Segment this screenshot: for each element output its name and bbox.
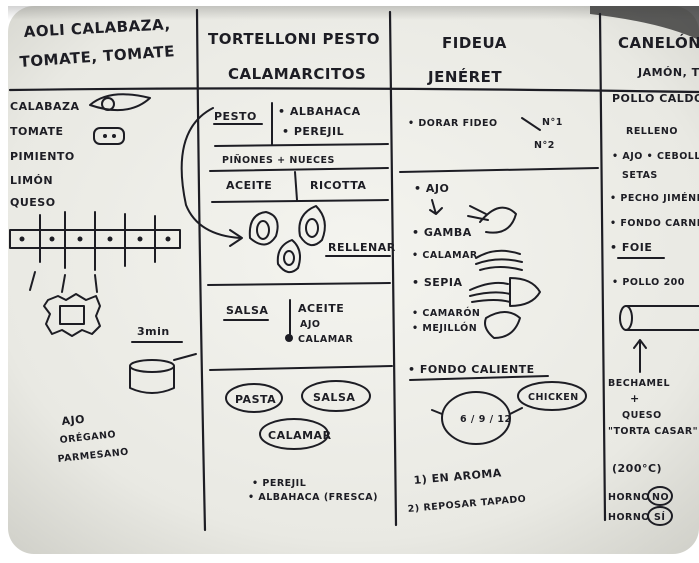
col4-title-line2: JAMÓN, TRUFA bbox=[637, 66, 699, 79]
ricotta-label: RICOTTA bbox=[310, 179, 366, 192]
pesto-item: • ALBAHACA bbox=[278, 105, 361, 118]
col1-list-item: QUESO bbox=[10, 196, 56, 209]
column-3: FIDEUA JENÉRET • DORAR FIDEO N°1 N°2 • A… bbox=[399, 34, 599, 515]
dorar-text: • DORAR FIDEO bbox=[408, 118, 498, 129]
pan-sketch bbox=[129, 353, 197, 394]
pinones-text: PIÑONES + NUECES bbox=[222, 155, 335, 166]
col2-title-line1: TORTELLONI PESTO bbox=[208, 30, 380, 48]
n1-label: N°1 bbox=[542, 117, 563, 128]
col3-title-line1: FIDEUA bbox=[442, 34, 507, 52]
col3-ingredient: • SEPIA bbox=[412, 276, 462, 289]
col4-title-line3: POLLO CALDO bbox=[612, 92, 699, 105]
col2-title-line2: CALAMARCITOS bbox=[228, 65, 366, 83]
bechamel-label: BECHAMEL bbox=[608, 378, 670, 389]
col1-list-item: TOMATE bbox=[10, 125, 63, 138]
col1-time-label: 3min bbox=[137, 325, 170, 338]
pesto-item: • PEREJIL bbox=[282, 125, 344, 138]
col3-ingredient: • GAMBA bbox=[412, 226, 472, 239]
salsa-label: SALSA bbox=[226, 304, 268, 317]
queso-label: QUESO bbox=[622, 410, 662, 421]
pasta-strip-sketch bbox=[9, 211, 181, 293]
column-2: TORTELLONI PESTO CALAMARCITOS PESTO • AL… bbox=[180, 30, 396, 503]
relleno-label: RELLENO bbox=[626, 126, 678, 137]
rellenar-label: RELLENAR bbox=[328, 241, 396, 254]
col1-note: ORÉGANO bbox=[59, 428, 117, 446]
col3-ingredient: • CALAMAR bbox=[412, 250, 478, 261]
temp-label: (200°C) bbox=[612, 462, 662, 475]
torta-label: "TORTA CASAR" bbox=[608, 426, 698, 437]
salsa-item: ACEITE bbox=[298, 302, 344, 315]
col4-item: • POLLO 200 bbox=[612, 277, 685, 288]
col4-item: • FOIE bbox=[610, 241, 652, 254]
tortelloni-sketch bbox=[248, 205, 326, 274]
horno-label: HORNO bbox=[608, 492, 650, 503]
column-dividers bbox=[8, 8, 699, 532]
chicken-bubble: CHICKEN bbox=[528, 392, 579, 403]
cannelloni-sketch bbox=[619, 305, 699, 373]
horno-label: HORNO bbox=[608, 512, 650, 523]
col3-ingredient: • MEJILLÓN bbox=[412, 322, 477, 334]
seafood-sketches bbox=[467, 205, 541, 339]
no-label: NO bbox=[652, 492, 669, 503]
paella-sketch bbox=[431, 391, 523, 445]
salsa-item: CALAMAR bbox=[298, 334, 354, 345]
col1-note: AJO bbox=[61, 413, 86, 428]
ravioli-sketch bbox=[43, 293, 101, 337]
col4-item: • AJO • CEBOLLA bbox=[612, 151, 699, 162]
si-label: SÍ bbox=[654, 511, 665, 523]
column-4: CANELÓN JAMÓN, TRUFA POLLO CALDO RELLENO… bbox=[608, 33, 699, 526]
col1-list-item: PIMIENTO bbox=[10, 150, 75, 163]
col2-bottom-note: • PEREJIL bbox=[252, 478, 306, 489]
bubble-calamar: CALAMAR bbox=[268, 429, 332, 442]
col4-title-line1: CANELÓN bbox=[618, 33, 699, 52]
col1-list-item: CALABAZA bbox=[10, 100, 80, 113]
salsa-item: AJO bbox=[300, 319, 320, 330]
col4-item: SETAS bbox=[622, 170, 658, 181]
col4-item: • PECHO JIMÉNEZ bbox=[610, 192, 699, 204]
pesto-label: PESTO bbox=[214, 110, 257, 123]
col2-bottom-note: • ALBAHACA (FRESCA) bbox=[248, 492, 378, 503]
col1-list-item: LIMÓN bbox=[10, 174, 53, 187]
col4-item: • FONDO CARNE bbox=[610, 218, 699, 229]
cheese-sketch bbox=[93, 127, 125, 145]
plus-sign: + bbox=[630, 392, 640, 405]
col3-ingredient: • AJO bbox=[414, 182, 449, 195]
pasta-arrow bbox=[180, 107, 241, 239]
bubble-pasta: PASTA bbox=[235, 393, 276, 406]
n2-label: N°2 bbox=[534, 140, 555, 151]
aceite-label: ACEITE bbox=[226, 179, 272, 192]
col3-title-line2: JENÉRET bbox=[427, 67, 502, 86]
col3-ingredient: • CAMARÓN bbox=[412, 307, 480, 319]
pot-marks: 6 / 9 / 12 bbox=[460, 414, 512, 425]
bubble-salsa: SALSA bbox=[313, 391, 355, 404]
fondo-text: • FONDO CALIENTE bbox=[408, 363, 535, 376]
